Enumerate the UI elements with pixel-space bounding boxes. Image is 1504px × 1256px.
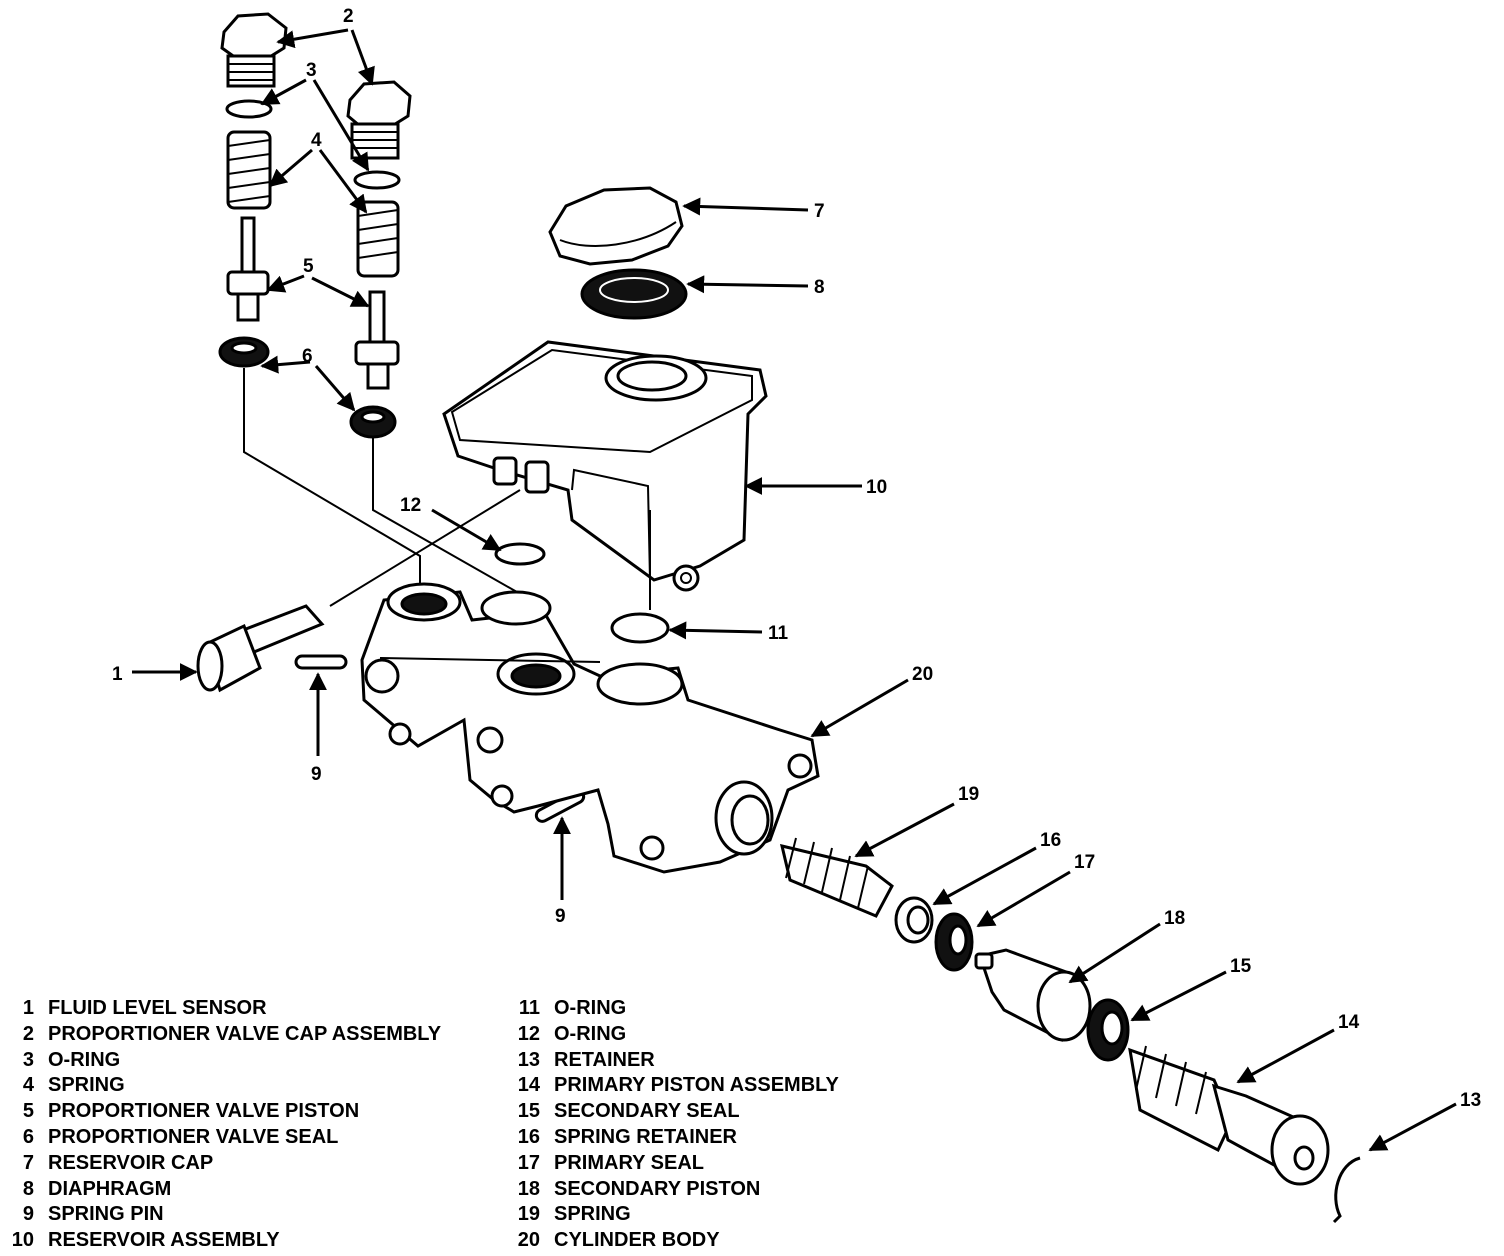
retainer [1332, 1156, 1361, 1224]
callout-9a: 9 [311, 764, 322, 785]
proportioner-cap-right [346, 80, 412, 160]
callout-18: 18 [1164, 908, 1185, 929]
leader-lines [132, 28, 1457, 1152]
primary-seal [934, 912, 974, 972]
secondary-seal [1086, 998, 1130, 1062]
assembly-guide-line [243, 368, 421, 600]
o-ring-left [225, 99, 273, 119]
secondary-piston [974, 948, 1092, 1042]
valve-piston-right [354, 290, 400, 390]
proportioner-cap-left [220, 12, 288, 88]
callout-20: 20 [912, 664, 933, 685]
callout-17: 17 [1074, 852, 1095, 873]
o-ring-right [353, 170, 401, 190]
callout-9b: 9 [555, 906, 566, 927]
o-ring-11 [610, 612, 670, 644]
callout-3: 3 [306, 60, 317, 81]
callout-10: 10 [866, 477, 887, 498]
valve-piston-left [226, 216, 270, 322]
spring-pin-1 [294, 654, 348, 670]
valve-seal-left [218, 336, 270, 368]
fluid-level-sensor [196, 604, 325, 693]
reservoir-assembly [442, 340, 768, 592]
valve-seal-right [349, 405, 397, 439]
callout-2: 2 [343, 6, 354, 27]
callout-5: 5 [303, 256, 314, 277]
spring-19 [779, 837, 894, 918]
spring-right [356, 200, 400, 278]
callout-14: 14 [1338, 1012, 1360, 1033]
callout-6: 6 [302, 346, 313, 367]
reservoir-cap [548, 186, 684, 266]
spring-retainer [894, 896, 934, 944]
callout-11: 11 [768, 623, 789, 644]
assembly-guide-line [329, 489, 521, 607]
callout-12: 12 [400, 495, 421, 516]
callout-7: 7 [814, 201, 825, 222]
callout-16: 16 [1040, 830, 1061, 851]
primary-piston-assembly [1128, 1045, 1330, 1186]
callout-1: 1 [112, 664, 123, 685]
cylinder-body [360, 582, 820, 874]
callout-8: 8 [814, 277, 825, 298]
callout-15: 15 [1230, 956, 1252, 977]
o-ring-12 [494, 542, 546, 566]
diaphragm [580, 268, 688, 320]
callout-19: 19 [958, 784, 979, 805]
spring-left [226, 130, 272, 210]
callout-4: 4 [311, 130, 322, 151]
callout-13: 13 [1460, 1090, 1481, 1111]
